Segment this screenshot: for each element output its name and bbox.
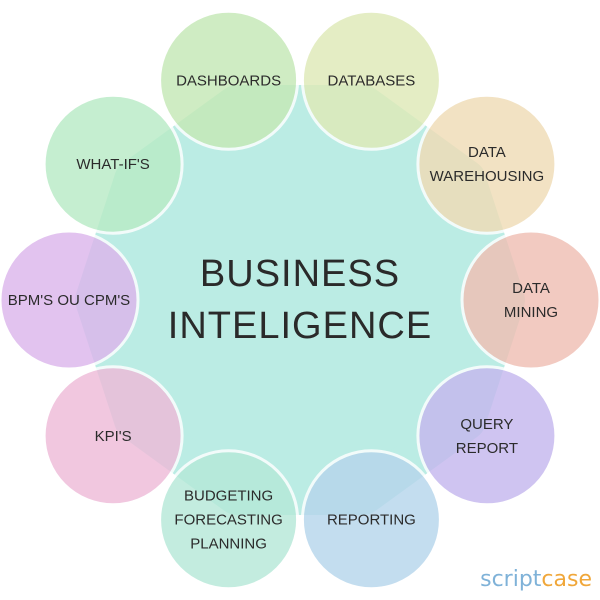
node-data-mining — [460, 229, 600, 371]
brand-part-script: script — [480, 567, 542, 592]
node-label-budgeting: PLANNING — [190, 536, 267, 553]
node-label-bpm-cpm: BPM'S OU CPM'S — [8, 292, 130, 309]
node-bpm-cpm — [0, 229, 140, 371]
node-query-report — [416, 365, 558, 507]
node-label-data-warehousing: WAREHOUSING — [430, 168, 544, 185]
node-label-query-report: REPORT — [456, 440, 518, 457]
node-label-budgeting: BUDGETING — [184, 488, 273, 505]
center-title-line: INTELIGENCE — [168, 305, 432, 347]
node-label-dashboards: DASHBOARDS — [176, 72, 281, 89]
node-data-warehousing — [416, 93, 558, 235]
node-label-kpis: KPI'S — [95, 428, 132, 445]
scriptcase-logo: scriptcase — [480, 567, 592, 592]
node-reporting — [300, 449, 442, 591]
node-what-ifs — [42, 93, 184, 235]
node-label-reporting: REPORTING — [327, 512, 416, 529]
center-title-line: BUSINESS — [200, 253, 400, 295]
node-label-budgeting: FORECASTING — [174, 512, 282, 529]
brand-part-case: case — [541, 567, 592, 592]
node-label-data-warehousing: DATA — [468, 144, 506, 161]
node-databases — [300, 9, 442, 151]
node-budgeting — [158, 449, 300, 591]
node-label-data-mining: DATA — [512, 280, 550, 297]
node-label-databases: DATABASES — [327, 72, 415, 89]
node-label-what-ifs: WHAT-IF'S — [76, 156, 149, 173]
node-kpis — [42, 365, 184, 507]
node-label-query-report: QUERY — [460, 416, 513, 433]
node-label-data-mining: MINING — [504, 304, 558, 321]
node-dashboards — [158, 9, 300, 151]
